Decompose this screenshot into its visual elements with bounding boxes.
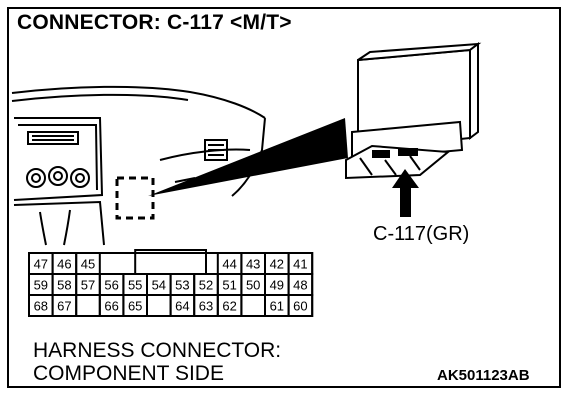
- pin-number: 42: [270, 257, 284, 272]
- pin-number: 64: [175, 299, 189, 314]
- harness-caption: HARNESS CONNECTOR: COMPONENT SIDE: [33, 339, 281, 385]
- pin-number: 48: [293, 278, 307, 293]
- connector-face-outline: [28, 252, 314, 317]
- pin-number: 51: [222, 278, 236, 293]
- reference-code: AK501123AB: [437, 367, 530, 384]
- diagram-frame: [7, 7, 561, 388]
- pin-number: 59: [34, 278, 48, 293]
- pin-cell-empty: [75, 294, 101, 317]
- pin-number: 66: [104, 299, 118, 314]
- pin-number: 67: [57, 299, 71, 314]
- pin-number: 65: [128, 299, 142, 314]
- pin-number: 49: [270, 278, 284, 293]
- pin-number: 46: [57, 257, 71, 272]
- hvac-dial-right: [70, 168, 90, 188]
- connector-callout-label: C-117(GR): [373, 223, 470, 245]
- pin-number: 63: [199, 299, 213, 314]
- pin-number: 68: [34, 299, 48, 314]
- dashboard-top-outline: [11, 85, 266, 119]
- pin-number: 60: [293, 299, 307, 314]
- connector-location-marker: [115, 176, 155, 220]
- pin-number: 43: [246, 257, 260, 272]
- pin-number: 57: [81, 278, 95, 293]
- pin-number: 44: [222, 257, 236, 272]
- pin-cell-empty: [146, 294, 172, 317]
- pin-number: 56: [104, 278, 118, 293]
- hvac-dial-center: [48, 166, 68, 186]
- hvac-dial-left: [26, 168, 46, 188]
- pin-number: 41: [293, 257, 307, 272]
- pin-number: 52: [199, 278, 213, 293]
- pin-number: 53: [175, 278, 189, 293]
- pin-number: 55: [128, 278, 142, 293]
- pin-number: 47: [34, 257, 48, 272]
- pin-number: 54: [152, 278, 166, 293]
- caption-line-2: COMPONENT SIDE: [33, 362, 224, 385]
- pin-cell-empty: [240, 294, 266, 317]
- caption-line-1: HARNESS CONNECTOR:: [33, 339, 282, 362]
- callout-arrow: [392, 169, 419, 217]
- center-console-outline: [13, 117, 104, 201]
- pin-number: 62: [222, 299, 236, 314]
- zoom-wedge: [148, 118, 348, 196]
- pin-number: 58: [57, 278, 71, 293]
- pin-number: 50: [246, 278, 260, 293]
- connector-title: CONNECTOR: C-117 <M/T>: [17, 11, 292, 34]
- pin-number: 61: [270, 299, 284, 314]
- pin-number: 45: [81, 257, 95, 272]
